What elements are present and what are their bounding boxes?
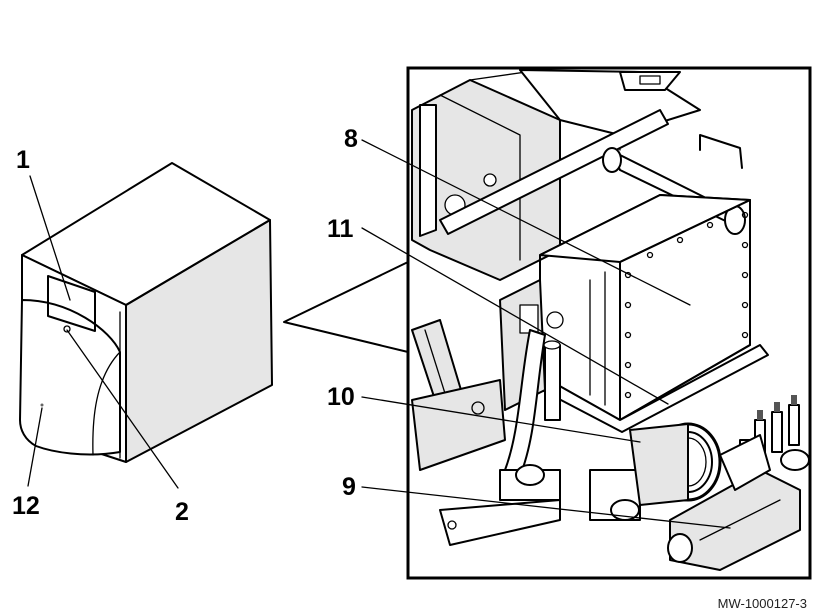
callout-11: 11 bbox=[327, 215, 354, 243]
callout-2: 2 bbox=[175, 498, 189, 526]
detail-pointer bbox=[283, 261, 409, 353]
display-screen bbox=[47, 275, 96, 332]
right-callouts: 8 11 10 9 bbox=[327, 125, 731, 529]
callout-9: 9 bbox=[342, 473, 356, 501]
callout-12: 12 bbox=[12, 492, 40, 520]
callout-8: 8 bbox=[344, 125, 358, 153]
boiler-internals bbox=[411, 69, 810, 571]
callout-10: 10 bbox=[327, 383, 355, 411]
figure-reference-code: MW-1000127-3 bbox=[717, 596, 807, 611]
boiler-cabinet bbox=[19, 162, 273, 463]
left-callouts: 1 2 12 bbox=[12, 146, 189, 526]
front-cover bbox=[19, 299, 121, 456]
callout-1: 1 bbox=[16, 146, 30, 174]
control-button bbox=[63, 325, 71, 333]
